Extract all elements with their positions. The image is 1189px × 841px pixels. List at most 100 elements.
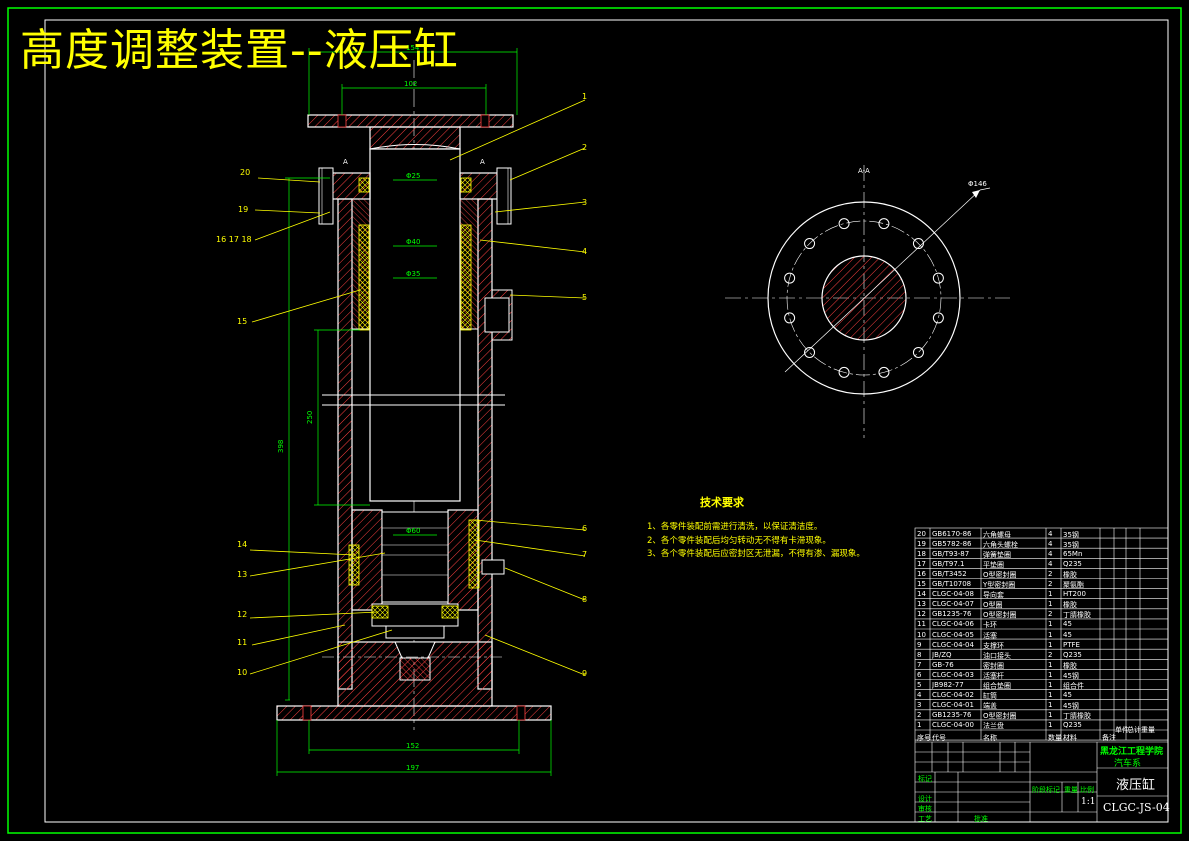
parts-cell: 1	[1048, 630, 1053, 639]
parts-cell: 1	[1048, 670, 1053, 679]
dim-154: 154	[406, 44, 420, 52]
parts-cell: 橡胶	[1063, 601, 1077, 610]
parts-cell: 4	[917, 691, 922, 700]
section-mark-right: A	[480, 158, 485, 166]
dim-152: 152	[406, 742, 419, 750]
parts-cell: GB/T10708	[932, 580, 972, 588]
parts-cell: 45钢	[1063, 671, 1079, 680]
bolt-hole	[912, 346, 924, 358]
balloon-13: 13	[237, 570, 247, 579]
parts-cell: CLGC-04-08	[932, 590, 974, 599]
parts-cell: 平垫圈	[983, 560, 1004, 569]
school-name: 黑龙江工程学院	[1100, 747, 1164, 757]
balloon-numbers: 20 19 16 17 18 15 14 13 12 11 10 1 2 3 4…	[216, 92, 587, 678]
parts-cell: 油口接头	[983, 651, 1011, 660]
parts-cell: 35钢	[1063, 530, 1079, 539]
parts-cell: 17	[917, 559, 926, 568]
parts-header-cell: 材料	[1063, 734, 1077, 742]
tb-label: 审核	[918, 805, 932, 813]
balloon-11: 11	[237, 638, 247, 647]
balloon-14: 14	[237, 540, 247, 549]
parts-cell: 45钢	[1063, 702, 1079, 711]
balloon-20: 20	[240, 168, 250, 177]
parts-cell: 弹簧垫圈	[983, 550, 1011, 559]
parts-list-grid	[914, 527, 1169, 823]
parts-cell: GB-76	[932, 660, 954, 669]
balloon-2: 2	[582, 143, 587, 152]
parts-cell: 11	[917, 620, 926, 629]
parts-cell: 1	[1048, 701, 1053, 710]
tech-req-heading: 技术要求	[700, 496, 744, 509]
parts-cell: 19	[917, 539, 926, 548]
parts-cell: 丁腈橡胶	[1063, 712, 1091, 721]
parts-cell: 1	[1048, 691, 1053, 700]
dim-phi25: Φ25	[406, 172, 420, 180]
tb-label: 阶段标记	[1032, 786, 1060, 794]
parts-cell: 13	[917, 600, 926, 609]
bolt-hole	[838, 218, 850, 230]
parts-cell: GB1235-76	[932, 610, 972, 619]
balloon-9: 9	[582, 669, 587, 678]
department-name: 汽车系	[1114, 759, 1142, 769]
tb-label: 比例	[1080, 786, 1094, 794]
parts-header-cell: 备注	[1102, 734, 1116, 742]
tech-req-item: 3、各个零件装配后应密封区无泄漏，不得有渗、漏现象。	[647, 549, 865, 559]
parts-cell: 2	[1048, 569, 1053, 578]
parts-cell: GB1235-76	[932, 711, 972, 720]
parts-cell: 活塞杆	[983, 671, 1004, 680]
parts-cell: CLGC-04-06	[932, 620, 974, 629]
parts-cell: 65Mn	[1063, 549, 1083, 558]
parts-cell: 法兰盘	[983, 722, 1004, 731]
parts-cell: 支撑环	[983, 641, 1004, 650]
parts-cell: 4	[1048, 539, 1053, 548]
parts-cell: Q235	[1063, 559, 1082, 568]
parts-cell: Q235	[1063, 650, 1082, 659]
balloon-10: 10	[237, 668, 247, 677]
dimension-lines	[276, 48, 552, 776]
parts-cell: JB982-77	[932, 681, 964, 689]
balloon-7: 7	[582, 550, 587, 559]
parts-cell: 5	[917, 681, 922, 689]
parts-cell: 聚氨酯	[1063, 581, 1084, 589]
parts-cell: 卡环	[983, 621, 997, 630]
parts-cell: 1	[1048, 590, 1053, 599]
parts-header-cell: 重量	[1141, 726, 1155, 734]
parts-cell: 橡胶	[1063, 570, 1077, 579]
bolt-hole	[878, 366, 890, 378]
dim-phi60: Φ60	[406, 527, 420, 535]
main-view	[276, 60, 552, 730]
parts-cell: CLGC-04-05	[932, 630, 974, 639]
parts-cell: O型圈	[983, 601, 1003, 610]
parts-cell: GB6170-86	[932, 529, 972, 538]
parts-cell: PTFE	[1063, 640, 1080, 649]
parts-cell: 端盖	[983, 702, 997, 711]
parts-cell: 7	[917, 660, 922, 669]
parts-cell: 14	[917, 590, 926, 599]
parts-cell: GB/T3452	[932, 569, 967, 578]
dimension-texts: 154 102 398 250 152 197 Φ25 Φ40 Φ35 Φ60 …	[277, 44, 485, 772]
parts-cell: CLGC-04-01	[932, 701, 974, 710]
bolt-hole	[784, 272, 796, 284]
bolt-hole	[784, 312, 796, 324]
balloon-15: 15	[237, 317, 247, 326]
parts-cell: 密封圈	[983, 661, 1004, 670]
parts-cell: 2	[1048, 650, 1053, 659]
balloon-1: 1	[582, 92, 587, 101]
parts-cell: 12	[917, 610, 926, 619]
parts-cell: 45	[1063, 691, 1072, 700]
bolt-hole	[932, 312, 944, 324]
parts-cell: CLGC-04-07	[932, 600, 974, 609]
section-label: A-A	[858, 167, 870, 175]
parts-cell: GB/T93-87	[932, 549, 970, 558]
parts-cell: 1	[1048, 721, 1053, 730]
balloon-3: 3	[582, 198, 587, 207]
drawing-title: 高度调整装置--液压缸	[20, 25, 459, 76]
parts-cell: 2	[1048, 610, 1053, 619]
balloon-12: 12	[237, 610, 247, 619]
section-diameter: Φ146	[968, 180, 987, 188]
tb-label: 设计	[918, 795, 932, 803]
parts-header-cell: 名称	[983, 734, 997, 742]
leader-lines	[249, 99, 586, 676]
parts-cell: 1	[1048, 681, 1053, 689]
tb-label: 标记	[918, 775, 932, 783]
